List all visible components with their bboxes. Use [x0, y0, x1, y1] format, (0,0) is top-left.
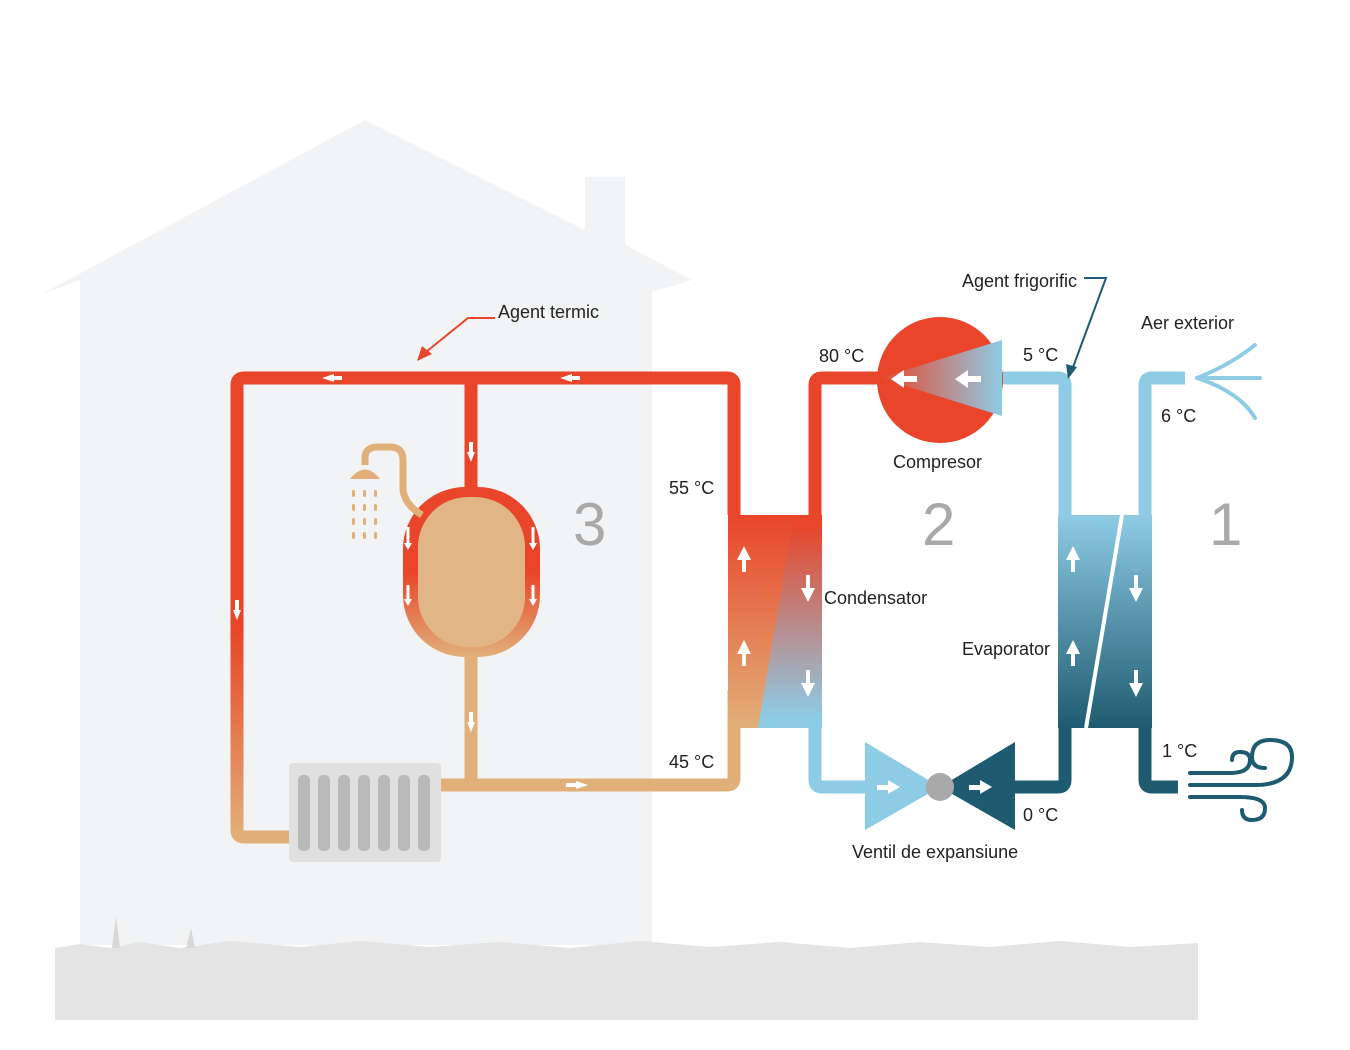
flow-arrow-down — [233, 610, 241, 620]
flow-arrow-left — [322, 374, 334, 382]
radiator-icon — [289, 763, 441, 862]
flow-arrow-down — [467, 452, 475, 462]
agent-frigorific-label: Agent frigorific — [962, 271, 1077, 291]
compressor-icon — [877, 317, 1003, 443]
flow-arrow-down — [467, 722, 475, 732]
hot-water-tank — [403, 487, 540, 657]
agent-frigorific-leader — [1066, 277, 1108, 379]
temp-6: 6 °C — [1161, 406, 1196, 426]
condensator-label: Condensator — [824, 588, 927, 608]
ground — [55, 941, 1198, 1020]
outside-air-circuit — [1138, 371, 1185, 794]
temp-5: 5 °C — [1023, 345, 1058, 365]
agent-termic-leader — [417, 317, 495, 361]
ventil-label: Ventil de expansiune — [852, 842, 1018, 862]
stage-number-3: 3 — [573, 491, 606, 558]
condenser — [728, 515, 822, 728]
flow-arrow-left — [560, 374, 572, 382]
temp-45: 45 °C — [669, 752, 714, 772]
refrigerant-circuit — [808, 371, 1072, 794]
stage-number-1: 1 — [1209, 491, 1242, 558]
temp-80: 80 °C — [819, 346, 864, 366]
agent-termic-label: Agent termic — [498, 302, 599, 322]
temp-0: 0 °C — [1023, 805, 1058, 825]
grass-tuft — [186, 928, 195, 948]
air-intake-icon — [1195, 343, 1262, 420]
expansion-valve-icon — [865, 742, 1015, 830]
wind-icon — [1188, 737, 1295, 823]
evaporator — [1058, 514, 1152, 729]
temp-1: 1 °C — [1162, 741, 1197, 761]
aer-exterior-label: Aer exterior — [1141, 313, 1234, 333]
compresor-label: Compresor — [893, 452, 982, 472]
shower-icon — [350, 443, 424, 539]
flow-arrow-right — [576, 781, 588, 789]
stage-number-2: 2 — [922, 491, 955, 558]
evaporator-label: Evaporator — [962, 639, 1050, 659]
heating-circuit — [230, 371, 741, 844]
house-silhouette — [40, 120, 692, 945]
temp-55: 55 °C — [669, 478, 714, 498]
grass-tuft — [112, 916, 120, 948]
